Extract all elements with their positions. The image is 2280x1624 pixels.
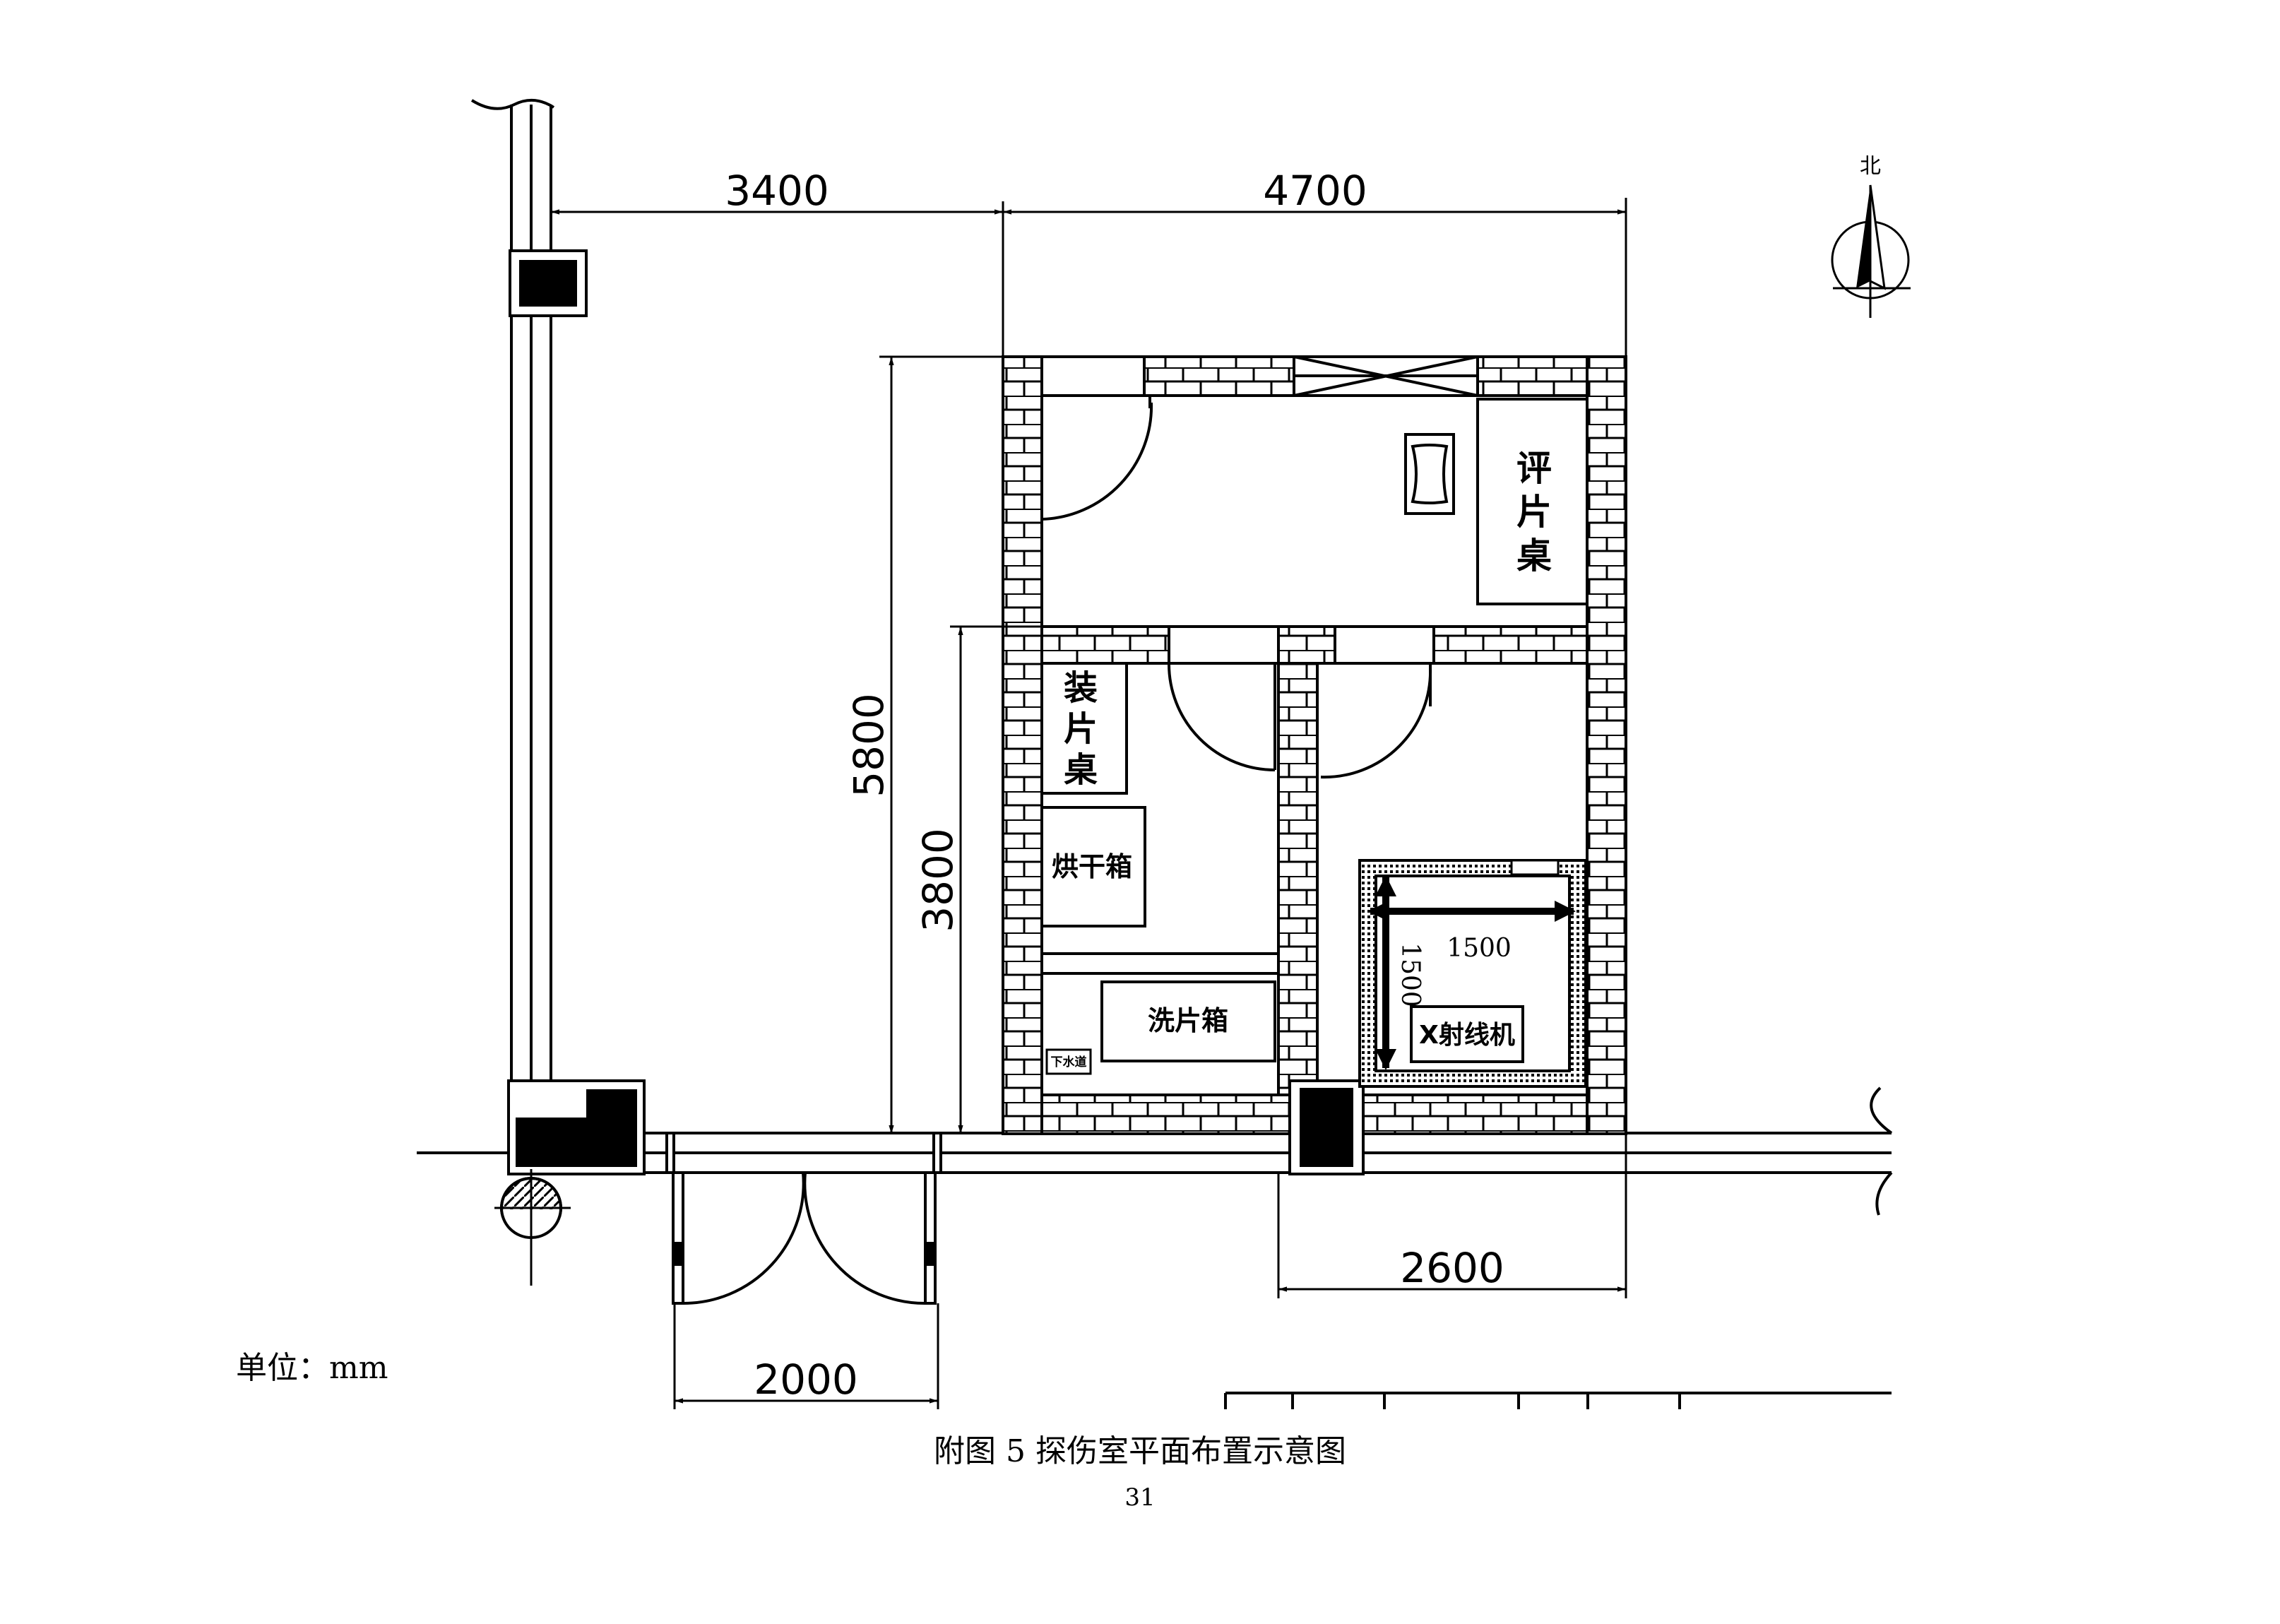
brick-walls [1002,355,1627,1135]
dimension-lines [551,198,1627,1409]
page-number: 31 [1124,1483,1156,1512]
north-compass: 北 [1831,154,1911,318]
dim-2600: 2600 [1400,1244,1504,1292]
xray-dim-h: 1500 [1447,934,1512,963]
xray-enclosure: 1500 1500 X射线机 [1358,859,1587,1088]
column-bottom-center [1288,1079,1365,1175]
developing-bench [1042,952,1278,1062]
door-swings [1040,355,1434,1096]
dim-4700: 4700 [1263,167,1367,215]
dim-5800: 5800 [845,693,893,798]
dryer-label: 烘干箱 [1052,851,1132,882]
dim-2000: 2000 [754,1356,858,1404]
circle-marker [494,1169,571,1286]
drain: 下水道 [1045,1048,1092,1075]
column-upper [509,249,588,317]
figure-caption: 附图 5 探伤室平面布置示意图 [934,1433,1346,1469]
window-top [1293,355,1479,397]
drying-cabinet: 烘干箱 [1040,806,1146,927]
unit-label: 单位：mm [236,1350,388,1386]
entrance-door [665,1132,942,1305]
scale-bar [1224,1392,1892,1409]
loading-label-3: 桌 [1064,750,1098,790]
review-label-1: 评 [1516,448,1552,489]
loading-label-2: 片 [1064,709,1098,749]
dim-3800: 3800 [914,828,962,932]
viewer-chair [1404,433,1455,515]
loading-label-1: 装 [1064,668,1098,708]
loading-table: 装 片 桌 [1040,662,1128,795]
north-label: 北 [1860,154,1881,179]
xray-dim-v: 1500 [1396,942,1425,1007]
review-label-3: 桌 [1516,535,1552,576]
review-label-2: 片 [1516,492,1552,533]
left-pipe [470,99,555,1081]
column-lower-left [507,1079,646,1175]
developer-label: 洗片箱 [1148,1005,1228,1036]
drain-label: 下水道 [1051,1055,1087,1069]
review-table: 评 片 桌 [1476,398,1589,605]
dim-3400: 3400 [725,167,829,215]
xray-label: X射线机 [1419,1021,1515,1050]
